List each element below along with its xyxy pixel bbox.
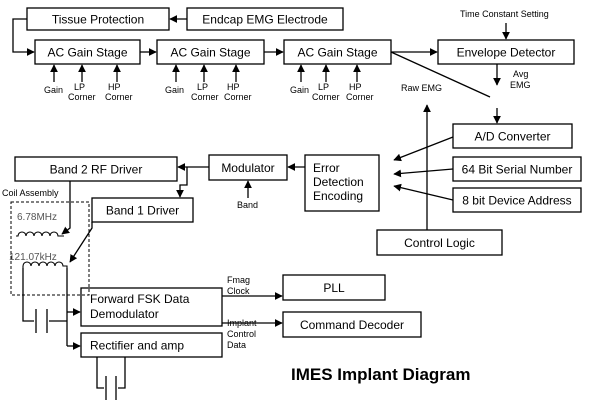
coil-6-78mhz (16, 231, 64, 237)
fsk-demodulator-line-1: Forward FSK Data (90, 292, 190, 306)
coil-assembly-label: Coil Assembly (2, 188, 59, 198)
clock-label: Clock (227, 286, 250, 296)
ac-gain-stage-2-label: AC Gain Stage (170, 46, 250, 60)
tissue-protection-label: Tissue Protection (52, 13, 144, 27)
ac-gain-stage-2: AC Gain Stage (156, 39, 265, 65)
capacitor-symbol-left (35, 309, 48, 333)
gain-label-2: Gain (165, 85, 184, 95)
envelope-detector-label: Envelope Detector (457, 46, 556, 60)
error-detection-line-2: Detection (313, 175, 364, 189)
hp-corner-label-1: Corner (105, 92, 133, 102)
signal-connections (12, 15, 510, 389)
avg-emg-label: EMG (510, 80, 531, 90)
error-detection-line-3: Encoding (313, 189, 363, 203)
fsk-demodulator-block: Forward FSK Data Demodulator (80, 287, 223, 327)
control-logic-block: Control Logic (376, 229, 503, 256)
control-label: Control (227, 329, 256, 339)
band1-driver-label: Band 1 Driver (106, 204, 179, 218)
hp-label-1: HP (108, 82, 121, 92)
fsk-demodulator-line-2: Demodulator (90, 307, 159, 321)
error-detection-encoding-block: Error Detection Encoding (304, 154, 380, 212)
gain-label-3: Gain (290, 85, 309, 95)
lp-label-2: LP (197, 82, 208, 92)
capacitor-symbol-bottom (105, 376, 117, 400)
modulator-block: Modulator (208, 154, 288, 181)
lp-corner-label-3: Corner (312, 92, 340, 102)
command-decoder-block: Command Decoder (282, 311, 422, 338)
ac-gain-stage-1: AC Gain Stage (34, 39, 141, 65)
coil-assembly: Coil Assembly 6.78MHz 121.07kHz (2, 188, 90, 296)
ac-gain-stage-3: AC Gain Stage (283, 39, 392, 65)
hp-label-3: HP (349, 82, 362, 92)
time-constant-label: Time Constant Setting (460, 9, 549, 19)
ac-gain-stage-3-label: AC Gain Stage (297, 46, 377, 60)
implant-label: Implant (227, 318, 257, 328)
coil-121khz (22, 261, 68, 268)
band2-rf-driver-label: Band 2 RF Driver (50, 163, 143, 177)
pll-block: PLL (282, 274, 386, 301)
hp-corner-label-3: Corner (346, 92, 374, 102)
freq-low-label: 121.07kHz (9, 252, 57, 263)
gain-control-labels: Gain LP Corner HP Corner Gain LP Corner … (44, 82, 374, 102)
ad-converter-block: A/D Converter (452, 123, 573, 149)
ac-gain-stage-1-label: AC Gain Stage (47, 46, 127, 60)
ad-converter-label: A/D Converter (474, 130, 550, 144)
band1-driver-block: Band 1 Driver (91, 197, 194, 223)
pll-label: PLL (323, 281, 345, 295)
band-label: Band (237, 200, 258, 210)
control-logic-label: Control Logic (404, 236, 475, 250)
hp-corner-label-2: Corner (224, 92, 252, 102)
lp-label-1: LP (74, 82, 85, 92)
lp-corner-label-2: Corner (191, 92, 219, 102)
endcap-electrode-block: Endcap EMG Electrode (186, 7, 344, 31)
envelope-detector-block: Envelope Detector (437, 39, 575, 65)
serial-number-block: 64 Bit Serial Number (452, 156, 582, 182)
endcap-electrode-label: Endcap EMG Electrode (202, 13, 328, 27)
avg-label: Avg (513, 69, 528, 79)
lp-label-3: LP (318, 82, 329, 92)
band2-rf-driver-block: Band 2 RF Driver (14, 156, 178, 182)
rectifier-amp-label: Rectifier and amp (90, 339, 184, 353)
data-label: Data (227, 340, 246, 350)
freq-high-label: 6.78MHz (17, 212, 57, 223)
device-address-label: 8 bit Device Address (462, 194, 571, 208)
hp-label-2: HP (227, 82, 240, 92)
gain-label-1: Gain (44, 85, 63, 95)
device-address-block: 8 bit Device Address (452, 187, 582, 213)
fmag-label: Fmag (227, 275, 250, 285)
serial-number-label: 64 Bit Serial Number (462, 163, 573, 177)
error-detection-line-1: Error (313, 161, 340, 175)
raw-emg-label: Raw EMG (401, 83, 442, 93)
lp-corner-label-1: Corner (68, 92, 96, 102)
command-decoder-label: Command Decoder (300, 318, 404, 332)
diagram-title: IMES Implant Diagram (291, 365, 470, 384)
tissue-protection-block: Tissue Protection (26, 7, 170, 31)
modulator-label: Modulator (221, 161, 274, 175)
rectifier-amp-block: Rectifier and amp (80, 332, 223, 358)
